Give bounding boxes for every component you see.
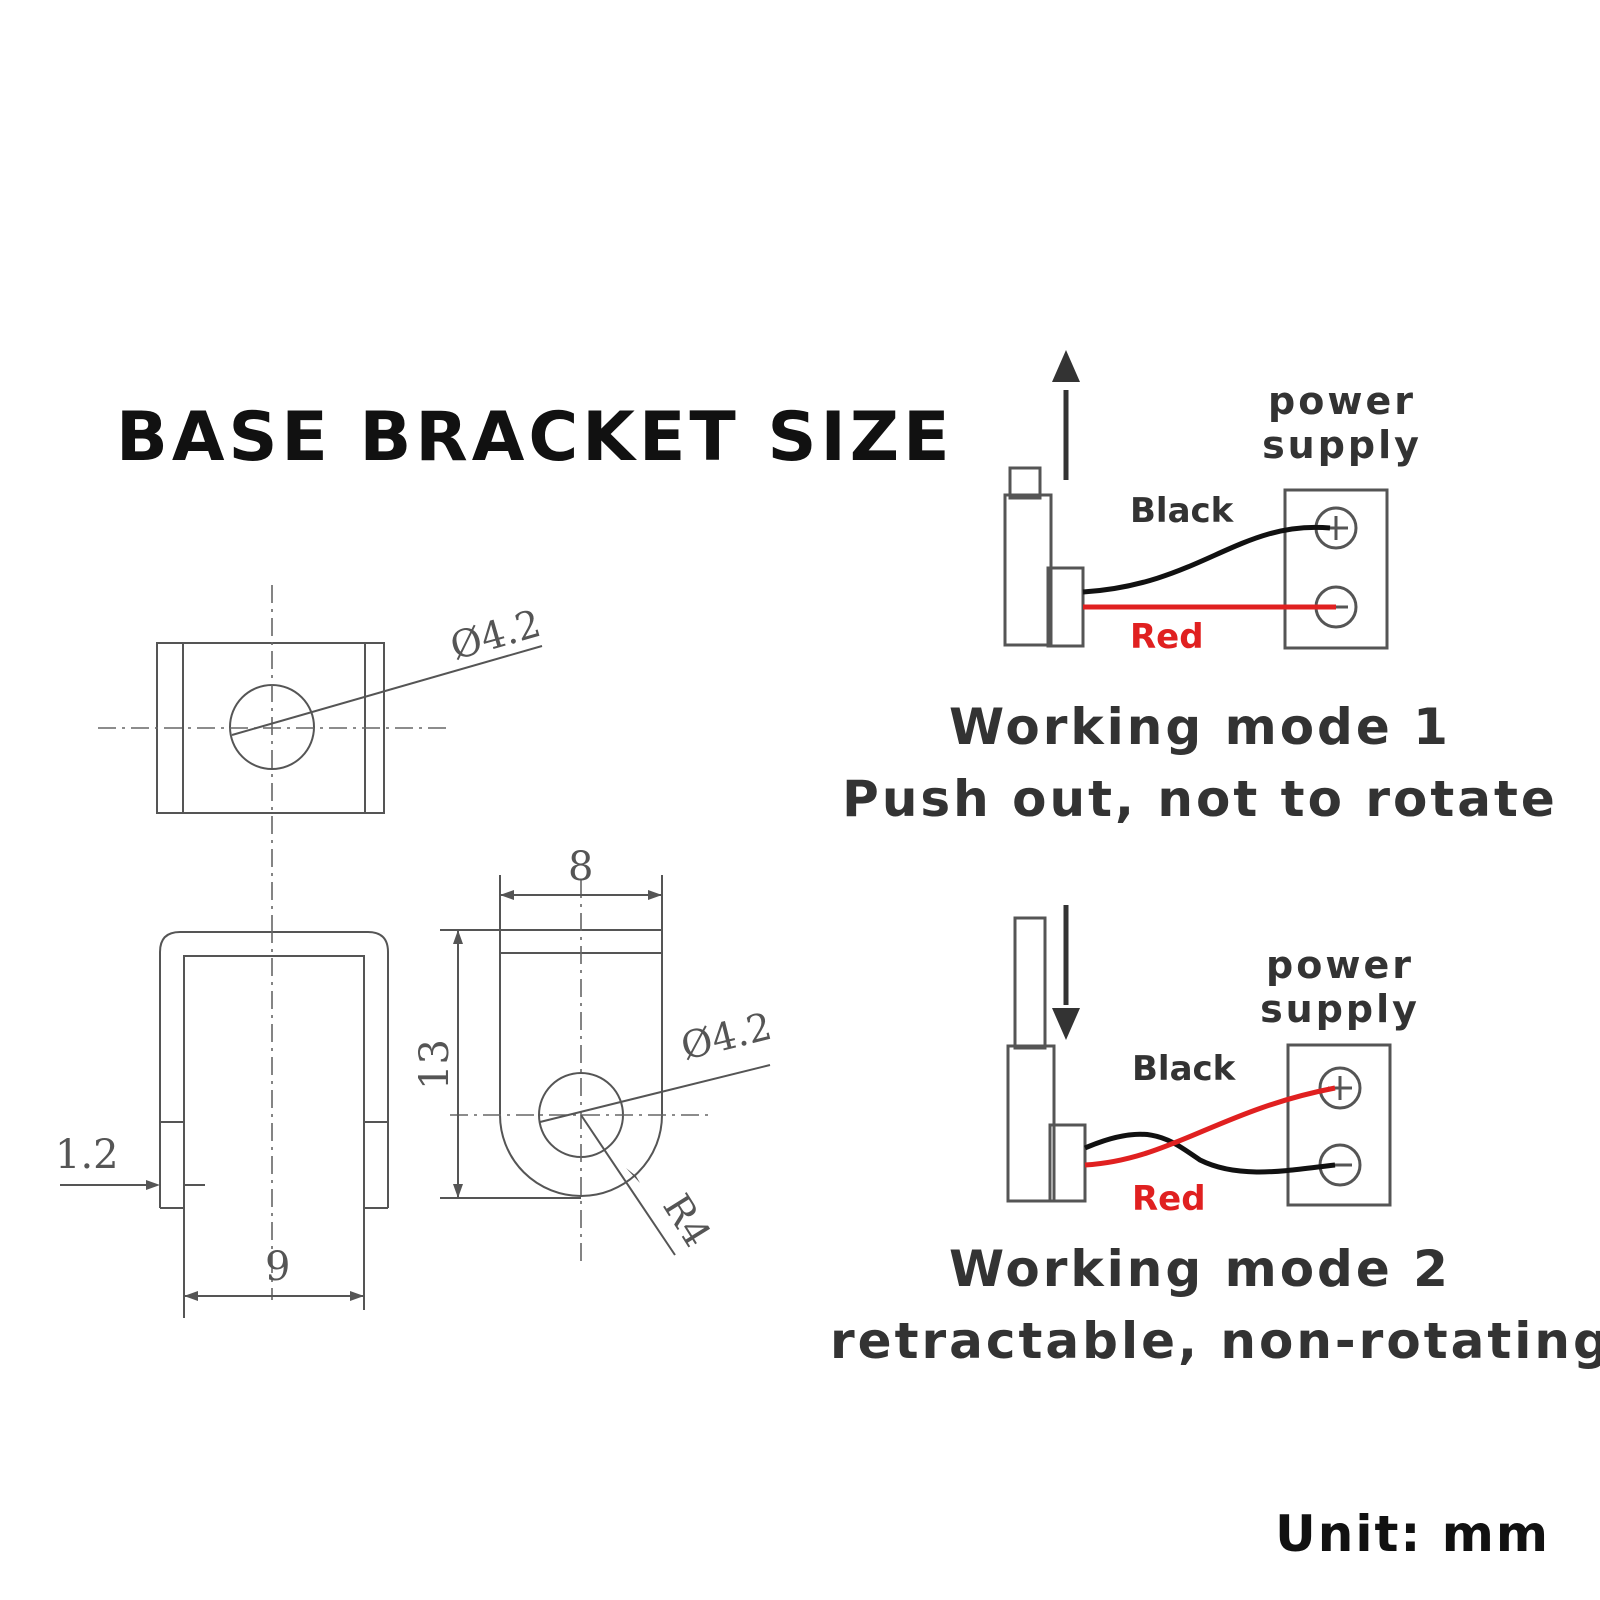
bracket-top-view: Ø4.2 [98, 585, 546, 925]
width-label: 8 [568, 844, 593, 890]
mode2-wiring-diagram: Black Red power supply [1006, 905, 1420, 1219]
mode2-title: Working mode 2 [949, 1240, 1451, 1298]
power-label-line1: power [1268, 379, 1416, 423]
page-title: BASE BRACKET SIZE [116, 398, 954, 477]
inner-width-label: 9 [265, 1244, 290, 1290]
power-label-line1: power [1266, 943, 1414, 987]
height-label: 13 [412, 1039, 458, 1090]
hole-leader [231, 645, 543, 736]
red-wire-label: Red [1132, 1179, 1206, 1219]
arrow-up-icon [1052, 350, 1080, 480]
mode2-description: retractable, non-rotating [830, 1312, 1600, 1370]
mode1-description: Push out, not to rotate [842, 770, 1558, 828]
power-label-line2: supply [1260, 987, 1420, 1031]
thickness-label: 1.2 [55, 1132, 119, 1178]
black-wire [1082, 524, 1331, 595]
black-wire [1084, 1131, 1336, 1175]
black-wire-label: Black [1130, 491, 1235, 531]
mode1-title: Working mode 1 [949, 698, 1451, 756]
black-wire-label: Black [1132, 1049, 1237, 1089]
unit-label: Unit: mm [1275, 1505, 1550, 1563]
power-label-line2: supply [1262, 423, 1422, 467]
bracket-front-view: 1.2 9 [55, 925, 389, 1318]
mode1-wiring-diagram: Black Red power supply [1003, 350, 1422, 657]
bracket-side-view: 8 13 Ø4.2 R4 [412, 844, 776, 1265]
radius-label: R4 [654, 1186, 719, 1254]
red-wire [1084, 1085, 1336, 1168]
lug-hole-diameter-label: Ø4.2 [677, 1004, 777, 1069]
arrow-down-icon [1052, 905, 1080, 1040]
red-wire-label: Red [1130, 617, 1204, 657]
